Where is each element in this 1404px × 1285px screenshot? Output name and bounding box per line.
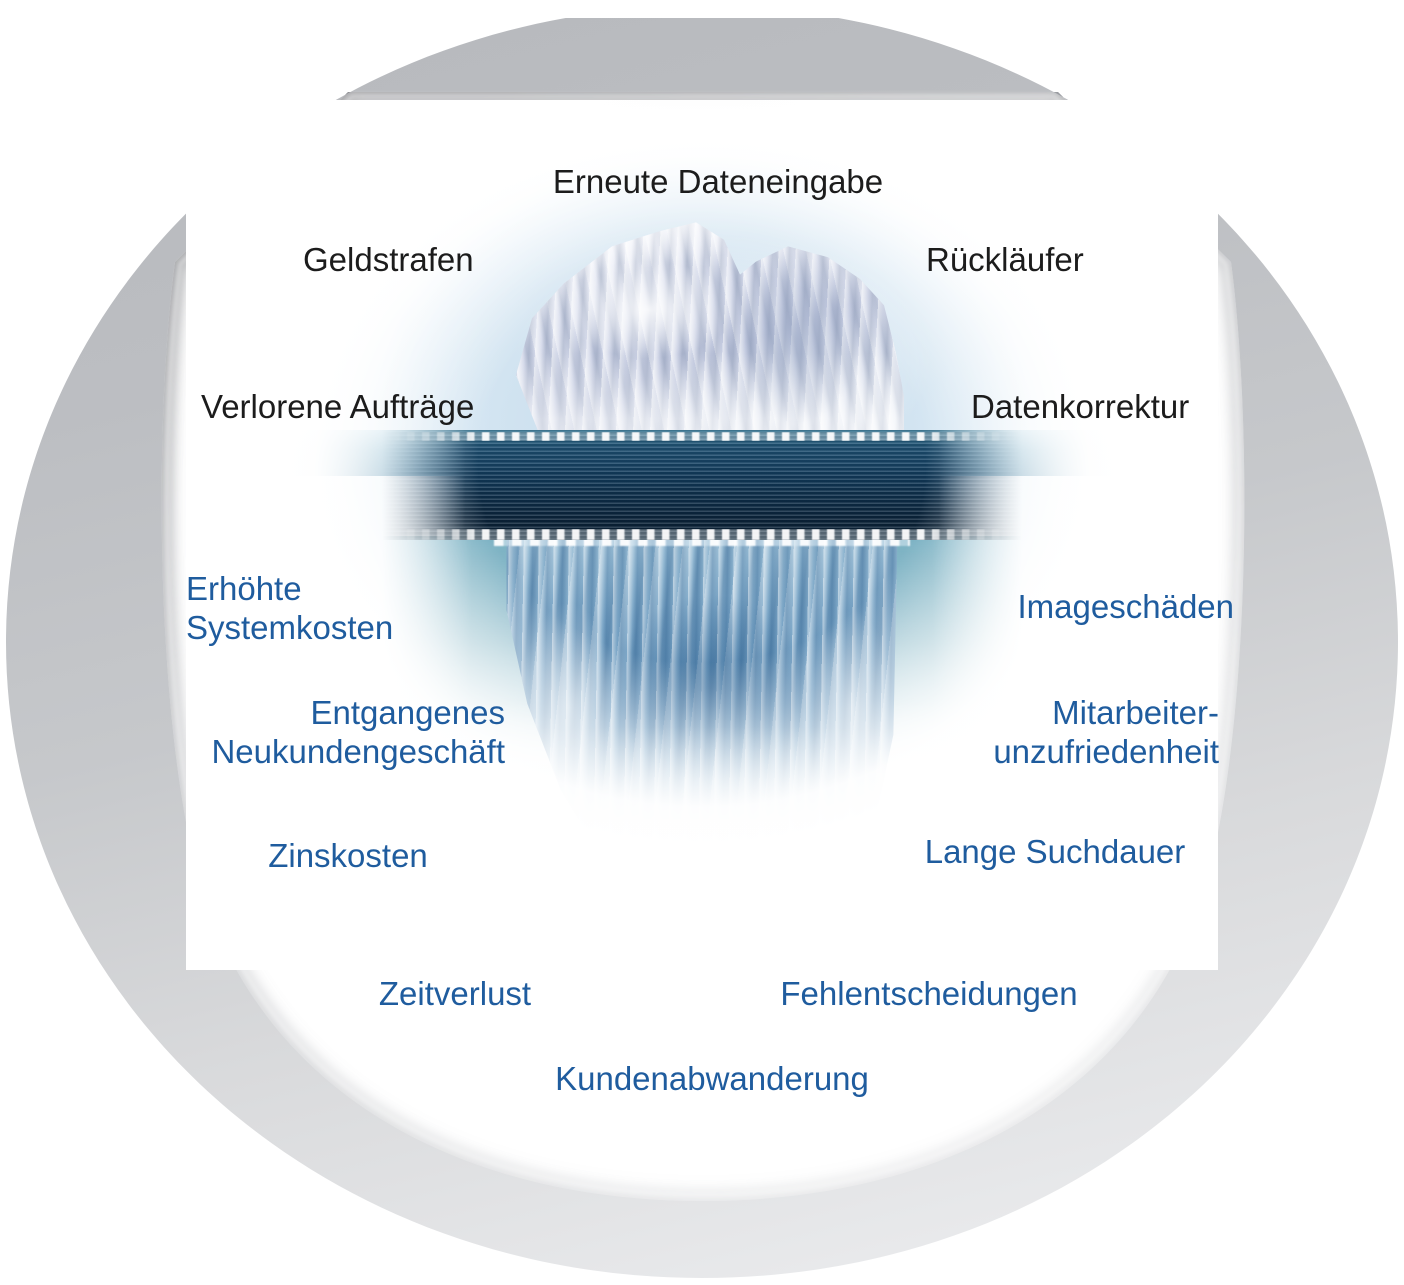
foam-line-top [392, 432, 1012, 441]
label-mitarbeiterunzufriedenheit: Mitarbeiter- unzufriedenheit [993, 694, 1219, 770]
panel-rim-highlight [165, 94, 1241, 1197]
label-zeitverlust: Zeitverlust [378, 975, 532, 1012]
label-erhoehte-systemkosten: Erhöhte Systemkosten [186, 570, 394, 646]
label-verlorene-auftraege: Verlorene Aufträge [201, 388, 475, 425]
ocean-surface [186, 430, 1218, 540]
label-entgangenes-neukundengeschaeft: Entgangenes Neukundengeschäft [211, 694, 505, 770]
label-zinskosten: Zinskosten [268, 837, 428, 874]
ocean-waves [382, 430, 1022, 540]
label-kundenabwanderung: Kundenabwanderung [555, 1060, 869, 1097]
label-fehlentscheidungen: Fehlentscheidungen [780, 975, 1078, 1012]
ring-inner-shadow [161, 92, 1245, 1201]
foam-line-bottom [392, 529, 1012, 540]
label-erneute-dateneingabe: Erneute Dateneingabe [552, 163, 884, 200]
label-lange-suchdauer: Lange Suchdauer [924, 833, 1186, 870]
label-geldstrafen: Geldstrafen [303, 241, 474, 278]
label-datenkorrektur: Datenkorrektur [971, 388, 1190, 425]
label-ruecklaeufer: Rückläufer [926, 241, 1084, 278]
label-imageschaeden: Imageschäden [1017, 588, 1234, 625]
